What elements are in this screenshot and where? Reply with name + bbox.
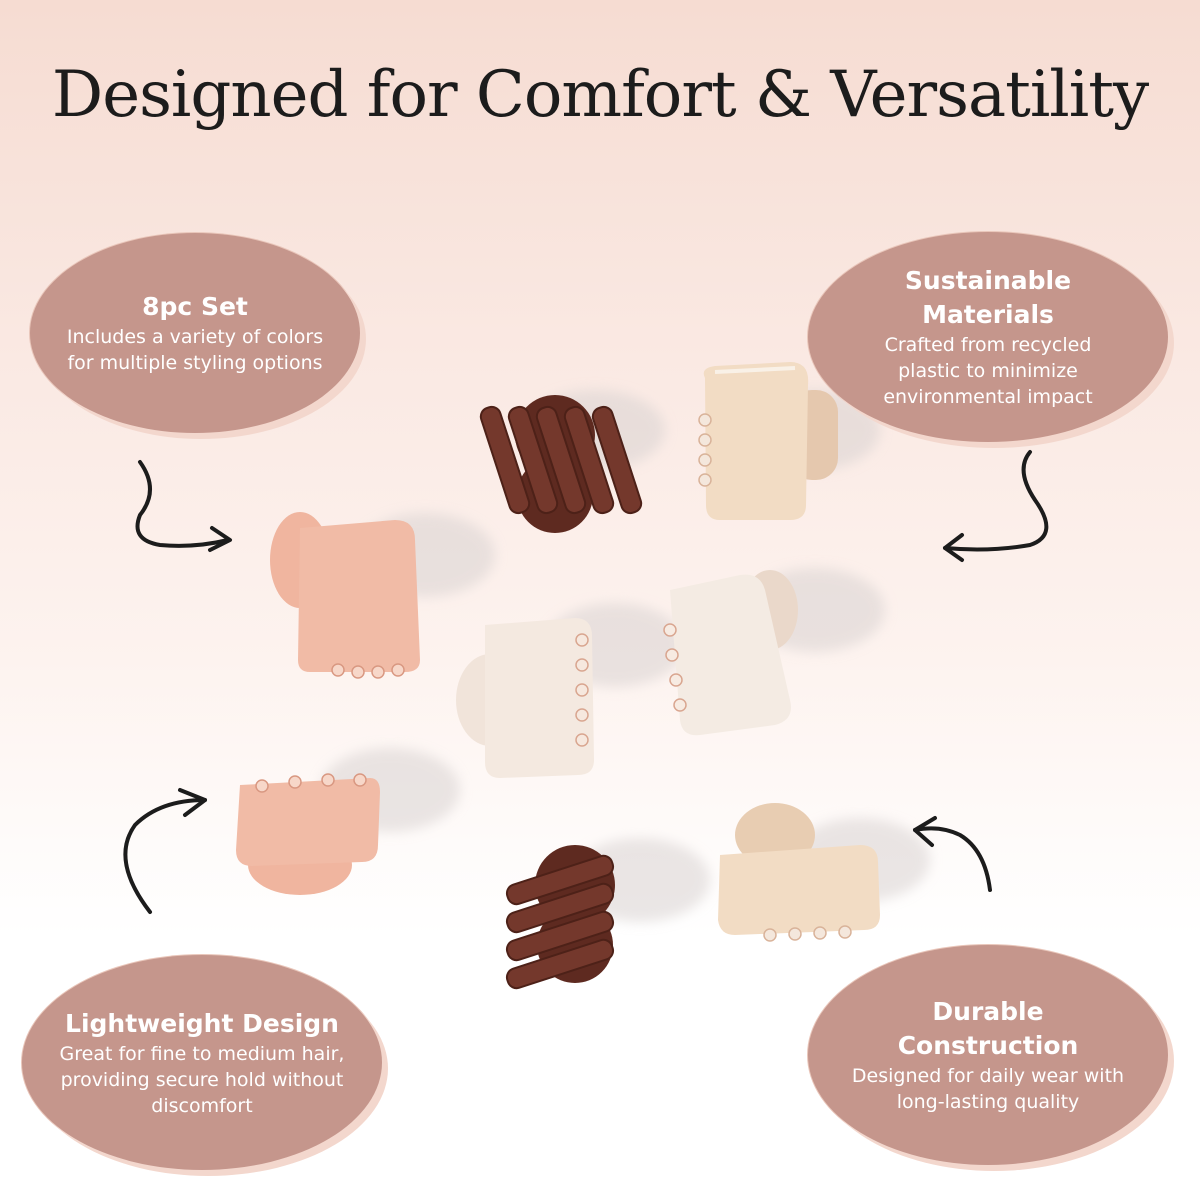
feature-bubble-durable: Durable Construction Designed for daily … bbox=[808, 945, 1168, 1165]
headline: Designed for Comfort & Versatility bbox=[51, 58, 1149, 132]
feature-title: Durable Construction bbox=[897, 997, 1079, 1060]
arrow-top-left-icon bbox=[135, 460, 230, 548]
feature-text: Designed for daily wear with long-lastin… bbox=[851, 1065, 1125, 1113]
feature-text: Includes a variety of colors for multipl… bbox=[66, 326, 324, 374]
feature-text: Crafted from recycled plastic to minimiz… bbox=[883, 334, 1093, 408]
pink-clip-left bbox=[270, 512, 420, 679]
cream-clip-right bbox=[663, 570, 798, 736]
beige-clip-top bbox=[698, 362, 838, 520]
feature-title: Lightweight Design bbox=[65, 1008, 339, 1038]
feature-title: Sustainable Materials bbox=[904, 266, 1072, 329]
feature-title: 8pc Set bbox=[142, 292, 248, 321]
pink-clip-bottom bbox=[236, 773, 380, 895]
brown-clip-bottom bbox=[505, 845, 615, 990]
arrow-bottom-left-head-icon bbox=[178, 788, 207, 817]
feature-bubble-sustainable: Sustainable Materials Crafted from recyc… bbox=[808, 232, 1168, 442]
arrow-top-right-icon bbox=[943, 450, 1049, 552]
arrow-top-right-head-icon bbox=[943, 533, 964, 562]
cream-clip-center bbox=[456, 618, 594, 778]
beige-clip-bottom bbox=[718, 803, 880, 942]
arrow-top-left-head-icon bbox=[208, 526, 232, 552]
feature-text: Great for fine to medium hair, providing… bbox=[59, 1042, 345, 1117]
feature-bubble-lightweight: Lightweight Design Great for fine to med… bbox=[22, 955, 382, 1170]
arrow-bottom-right-icon bbox=[913, 826, 992, 892]
arrow-bottom-left-icon bbox=[123, 798, 207, 914]
arrow-bottom-right-head-icon bbox=[913, 816, 937, 847]
brown-clip-top bbox=[479, 395, 643, 533]
feature-bubble-8pc-set: 8pc Set Includes a variety of colors for… bbox=[30, 233, 360, 433]
